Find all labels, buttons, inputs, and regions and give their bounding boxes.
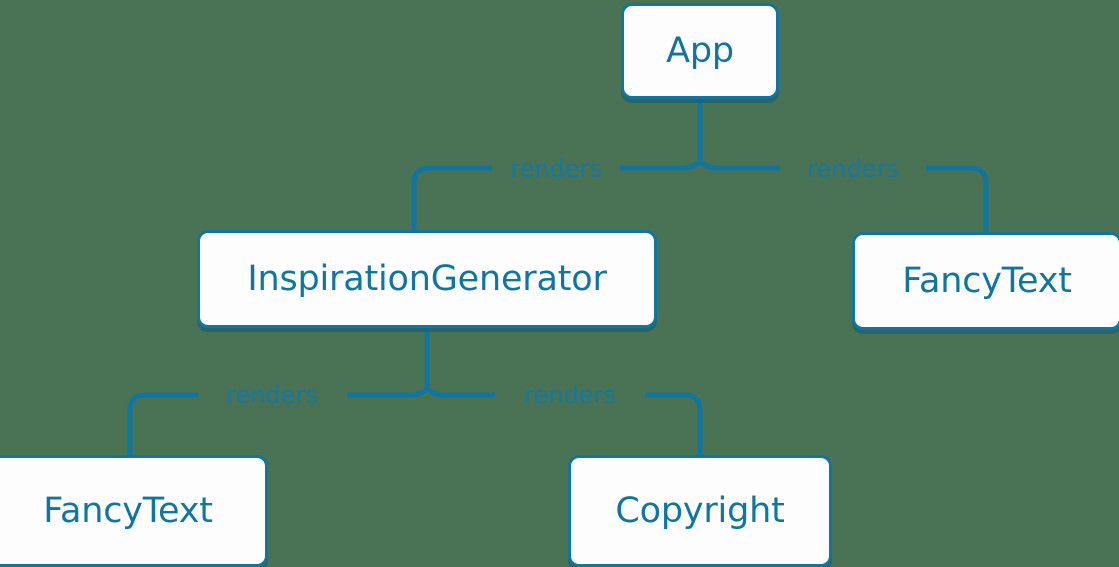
node-inspiration-generator[interactable]: InspirationGenerator [197, 230, 657, 328]
edge-ig-to-fancytext-left-seg [127, 392, 198, 455]
edge-label-inspiration-generator-to-fancytext: renders [226, 381, 318, 409]
edge-ig-to-copyright-left-seg [425, 386, 495, 398]
node-fancytext-right-label: FancyText [902, 260, 1072, 301]
node-fancytext-right[interactable]: FancyText [852, 232, 1119, 330]
edge-ig-to-fancytext-right-seg [347, 386, 429, 398]
edge-label-inspiration-generator-to-copyright: renders [524, 381, 616, 409]
node-fancytext-left-label: FancyText [43, 490, 213, 531]
edge-app-to-fancytext-right-seg [926, 165, 989, 232]
node-copyright-label: Copyright [615, 490, 785, 531]
edge-app-to-fancytext-left-seg [698, 159, 780, 171]
node-app-label: App [666, 30, 734, 71]
edge-app-to-inspiration-left-seg [411, 165, 492, 230]
edge-ig-to-copyright-right-seg [645, 392, 703, 455]
node-inspiration-generator-label: InspirationGenerator [247, 258, 607, 299]
edge-app-to-inspiration-right-seg [620, 159, 702, 171]
node-fancytext-left[interactable]: FancyText [0, 455, 268, 567]
node-app[interactable]: App [621, 3, 779, 99]
edge-label-app-to-fancytext: renders [807, 155, 899, 183]
edge-label-app-to-inspiration-generator: renders [510, 155, 602, 183]
node-copyright[interactable]: Copyright [568, 455, 832, 567]
